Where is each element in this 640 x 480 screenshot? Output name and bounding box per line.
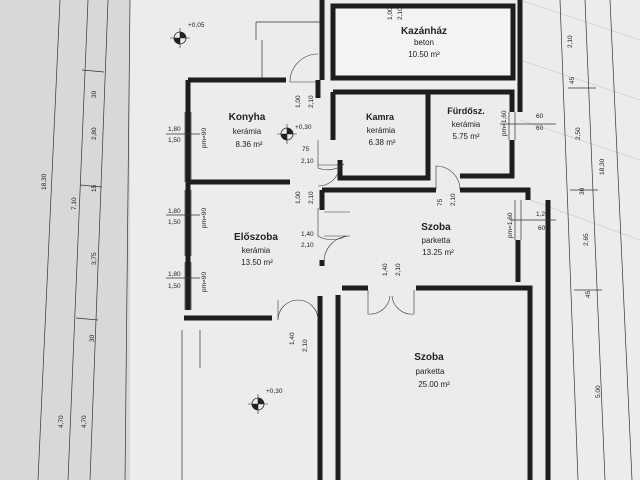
dim-right-c: 2,50 — [575, 127, 582, 140]
level-label-top: +0,05 — [188, 22, 205, 29]
door-kazan-h: 2,10 — [397, 7, 404, 20]
room-area-furdo: 5.75 m² — [452, 132, 479, 141]
win2-pm: pm=90 — [201, 208, 208, 228]
room-material-eloszoba: kerámia — [242, 246, 271, 255]
door-entry-h: 2,10 — [302, 339, 309, 352]
room-name-konyha: Konyha — [229, 112, 266, 123]
winf-h: 60 — [536, 125, 544, 132]
room-name-szoba1: Szoba — [421, 222, 451, 233]
door-kitchen2-h: 2,10 — [308, 191, 315, 204]
win2-w: 1,80 — [168, 208, 181, 215]
room-material-kamra: kerámia — [367, 126, 396, 135]
wins-h: 60 — [538, 225, 546, 232]
level-marker-bottom — [248, 394, 268, 414]
dim-left-seg4: 4,70 — [81, 415, 88, 428]
dim-left-d: 30 — [89, 334, 96, 342]
win3-h: 1,50 — [168, 283, 181, 290]
room-name-kamra: Kamra — [366, 112, 395, 122]
right-dimension-labels: 18,30 2,10 45 2,50 30 2,65 45 5,00 — [567, 35, 606, 398]
win2-h: 1,50 — [168, 219, 181, 226]
door-furdo-w: 75 — [437, 198, 444, 206]
windows — [184, 112, 522, 310]
dim-left-seg3: 4,70 — [58, 415, 65, 428]
door-hall-w: 1,40 — [301, 231, 314, 238]
door-konyha-w: 1,00 — [295, 95, 302, 108]
dim-right-f: 45 — [585, 290, 592, 298]
room-material-szoba2: parketta — [416, 367, 445, 376]
room-name-eloszoba: Előszoba — [234, 232, 278, 243]
room-area-kazanhaz: 10.50 m² — [408, 50, 440, 59]
room-area-szoba1: 13.25 m² — [422, 248, 454, 257]
right-dimension-lines — [559, 0, 633, 480]
level-marker-top — [170, 28, 190, 48]
win1-pm: pm=90 — [201, 128, 208, 148]
level-marker-konyha — [277, 124, 297, 144]
dim-right-overall: 18,30 — [599, 158, 606, 175]
dim-left-b: 2,80 — [91, 127, 98, 140]
door-kamra-h: 2,10 — [301, 158, 314, 165]
left-dimension-lines — [37, 0, 131, 480]
room-area-konyha: 8.36 m² — [235, 140, 262, 149]
room-material-kazanhaz: beton — [414, 38, 434, 47]
door-konyha-h: 2,10 — [308, 95, 315, 108]
dim-right-e: 2,65 — [583, 233, 590, 246]
door-kamra-w: 75 — [302, 146, 310, 153]
dim-right-d: 30 — [579, 187, 586, 195]
win1-w: 1,80 — [168, 126, 181, 133]
win3-w: 1,80 — [168, 271, 181, 278]
doors — [277, 53, 461, 321]
wins-pm: pm=1,60 — [507, 212, 514, 238]
win3-pm: pm=90 — [201, 272, 208, 292]
room-material-szoba1: parketta — [422, 236, 451, 245]
room-material-konyha: kerámia — [233, 127, 262, 136]
room-material-furdo: kerámia — [452, 120, 481, 129]
walls — [181, 0, 551, 480]
wins-w: 1,20 — [536, 211, 549, 218]
level-label-bottom: +0,30 — [266, 388, 283, 395]
door-szoba-w: 1,40 — [382, 263, 389, 276]
door-entry-w: 1,40 — [289, 332, 296, 345]
room-area-eloszoba: 13.50 m² — [241, 258, 273, 267]
window-labels: 1,80 1,50 pm=90 1,80 1,50 pm=90 1,80 1,5… — [166, 110, 556, 292]
dim-left-seg1: 7,10 — [71, 197, 78, 210]
dim-right-b: 45 — [569, 76, 576, 84]
room-area-kamra: 6.38 m² — [368, 138, 395, 147]
door-labels: 1,00 2,10 1,00 2,10 75 2,10 1,00 2,10 75… — [289, 7, 457, 352]
level-label-konyha: +0,30 — [295, 124, 312, 131]
dim-right-g: 5,00 — [595, 385, 602, 398]
winf-pm: pm=1,60 — [501, 110, 508, 136]
room-name-szoba2: Szoba — [414, 352, 444, 363]
winf-w: 60 — [536, 113, 544, 120]
dim-left-a: 30 — [91, 90, 98, 98]
room-area-szoba2: 25.00 m² — [418, 380, 450, 389]
door-kitchen2-w: 1,00 — [295, 191, 302, 204]
dim-right-a: 2,10 — [567, 35, 574, 48]
room-name-kazanhaz: Kazánház — [401, 26, 447, 37]
win1-h: 1,50 — [168, 137, 181, 144]
dim-left-seg2: 3,75 — [91, 252, 98, 265]
room-name-furdo: Fürdősz. — [447, 106, 485, 116]
door-furdo-h: 2,10 — [450, 193, 457, 206]
door-szoba-h: 2,10 — [395, 263, 402, 276]
door-hall-h: 2,10 — [301, 242, 314, 249]
left-dimension-labels: 18,30 7,10 3,75 4,70 4,70 30 2,80 15 30 — [41, 90, 98, 428]
dim-left-overall: 18,30 — [41, 173, 48, 190]
door-kazan-w: 1,00 — [387, 7, 394, 20]
dim-left-c: 15 — [91, 184, 98, 192]
